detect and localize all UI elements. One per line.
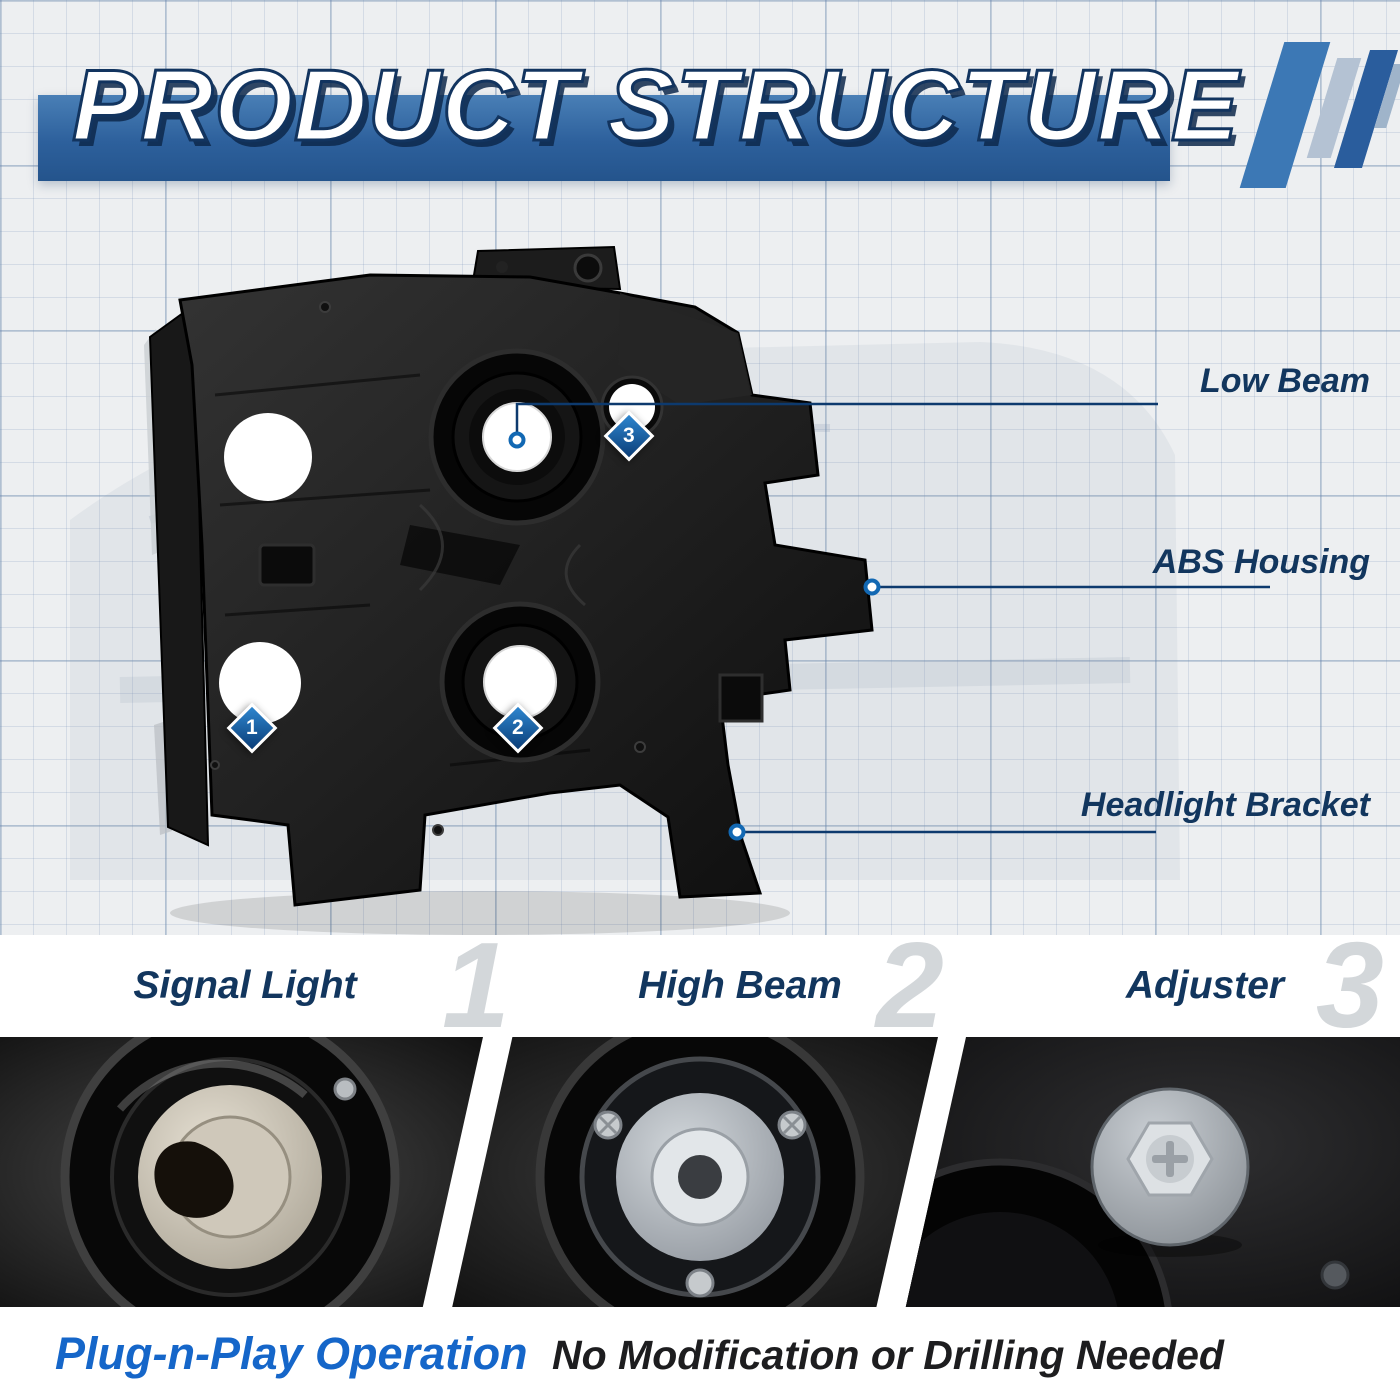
legend-number-3: 3 bbox=[1316, 935, 1384, 1037]
legend-number-1: 1 bbox=[442, 935, 510, 1037]
footer-detail: No Modification or Drilling Needed bbox=[552, 1332, 1224, 1378]
legend-band: Signal Light 1 High Beam 2 Adjuster 3 bbox=[0, 935, 1400, 1037]
callout-headlight-bracket: Headlight Bracket bbox=[1080, 786, 1370, 824]
footer-bar: Plug-n-Play Operation No Modification or… bbox=[0, 1307, 1400, 1400]
marker-2-number: 2 bbox=[512, 716, 524, 739]
legend-signal-light: Signal Light bbox=[133, 964, 357, 1007]
high-beam-photo bbox=[452, 1037, 938, 1307]
footer-highlight: Plug-n-Play Operation bbox=[55, 1328, 528, 1379]
marker-1-number: 1 bbox=[246, 716, 258, 739]
page-title: PRODUCT STRUCTURE bbox=[70, 49, 1240, 164]
callout-low-beam: Low Beam bbox=[1199, 362, 1370, 400]
headlight-housing-photo bbox=[144, 245, 874, 935]
legend-number-2: 2 bbox=[876, 935, 944, 1037]
legend-adjuster: Adjuster bbox=[1125, 964, 1285, 1007]
closeup-photos bbox=[0, 1037, 1400, 1307]
signal-light-photo bbox=[0, 1037, 483, 1307]
marker-3-number: 3 bbox=[623, 424, 635, 447]
legend-high-beam: High Beam bbox=[638, 964, 842, 1007]
callout-abs-housing: ABS Housing bbox=[1152, 543, 1370, 581]
title-banner bbox=[38, 95, 1170, 181]
